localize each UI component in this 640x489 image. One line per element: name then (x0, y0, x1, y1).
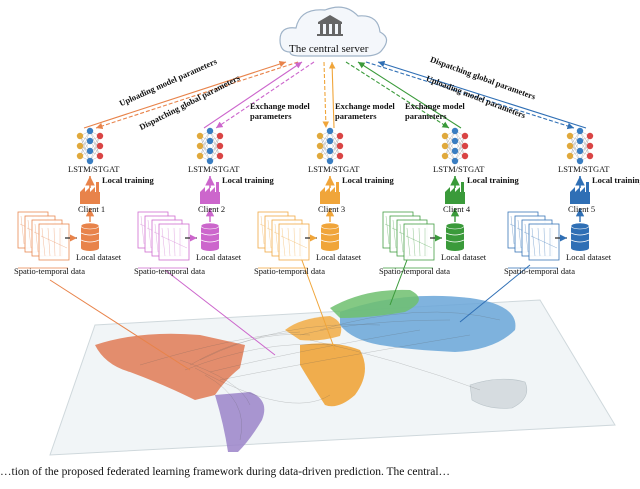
flight-routes (139, 311, 501, 441)
factory-icon (200, 182, 220, 204)
client-1-name: Client 1 (78, 204, 106, 214)
upload-arrow-client-5 (377, 60, 587, 129)
local-training-label-client-3: Local training (342, 175, 394, 185)
spatio-temporal-frames (257, 211, 310, 261)
model-label-client-3: LSTM/STGAT (308, 164, 360, 174)
upload-arrow-client-3 (328, 61, 336, 129)
neural-network-icon (76, 127, 104, 165)
clients-layer (17, 127, 594, 269)
neural-network-icon (441, 127, 469, 165)
server-label: The central server (289, 43, 369, 55)
figure-caption: …tion of the proposed federated learning… (0, 466, 451, 478)
local-dataset-label-client-3: Local dataset (316, 252, 362, 262)
north-america-region (95, 333, 245, 400)
client-2-map-link (164, 269, 276, 356)
africa-region (300, 343, 365, 407)
local-training-label-client-1: Local training (102, 175, 154, 185)
client-map-links (49, 251, 531, 371)
upload-arrow-client-4 (357, 61, 462, 129)
client-2-name: Client 2 (198, 204, 226, 214)
spatio-temporal-frames (17, 211, 70, 261)
model-label-client-1: LSTM/STGAT (68, 164, 120, 174)
local-dataset-label-client-5: Local dataset (566, 252, 612, 262)
neural-network-icon (196, 127, 224, 165)
asia-green-region (330, 289, 419, 318)
client-5-name: Client 5 (568, 204, 596, 214)
database-icon (445, 222, 465, 251)
client-4-name: Client 4 (443, 204, 471, 214)
spatio-temporal-frames (382, 211, 435, 261)
parameter-arrows (83, 60, 587, 130)
factory-icon (320, 182, 340, 204)
upload-arrow-client-2 (203, 61, 303, 129)
dispatch-arrow-client-2 (215, 61, 315, 129)
central-server-cloud (279, 6, 388, 57)
model-label-client-2: LSTM/STGAT (188, 164, 240, 174)
spatio-temporal-label-client-2: Spatio-temporal data (134, 266, 206, 276)
south-america-region (215, 392, 265, 452)
upload-arrow-client-1 (83, 60, 287, 129)
dispatch-arrow-client-1 (95, 61, 299, 130)
dispatch-arrow-client-3 (322, 61, 330, 129)
database-icon (80, 222, 100, 251)
spatio-temporal-label-client-3: Spatio-temporal data (254, 266, 326, 276)
local-training-label-client-2: Local training (222, 175, 274, 185)
client-1-map-link (49, 279, 191, 371)
spatio-temporal-label-client-1: Spatio-temporal data (14, 266, 86, 276)
local-dataset-label-client-1: Local dataset (76, 252, 122, 262)
spatio-temporal-label-client-4: Spatio-temporal data (379, 266, 451, 276)
local-training-label-client-5: Local training (592, 175, 640, 185)
exchange-label-1-line1: Exchange model (250, 101, 310, 111)
client-2-group (137, 127, 224, 269)
spatio-temporal-label-client-5: Spatio-temporal data (504, 266, 576, 276)
spatio-temporal-frames (137, 211, 190, 261)
dispatch-arrow-client-5 (365, 61, 575, 130)
factory-icon (445, 182, 465, 204)
client-3-map-link (299, 254, 336, 351)
local-dataset-label-client-4: Local dataset (441, 252, 487, 262)
client-4-map-link (389, 251, 411, 306)
client-1-group (17, 127, 104, 269)
local-dataset-label-client-2: Local dataset (196, 252, 242, 262)
exchange-label-3-line2: parameters (405, 111, 447, 121)
model-label-client-5: LSTM/STGAT (558, 164, 610, 174)
client-4-group (382, 127, 469, 269)
australia-region (469, 378, 528, 409)
local-training-label-client-4: Local training (467, 175, 519, 185)
dispatch-arrow-client-4 (345, 61, 450, 129)
exchange-label-2-line2: parameters (335, 111, 377, 121)
exchange-label-2-line1: Exchange model (335, 101, 395, 111)
spatio-temporal-frames (507, 211, 560, 261)
factory-icon (570, 182, 590, 204)
database-icon (200, 222, 220, 251)
neural-network-icon (316, 127, 344, 165)
factory-icon (80, 182, 100, 204)
europe-region (285, 316, 342, 341)
client-3-group (257, 127, 344, 269)
client-5-map-link (459, 264, 531, 323)
database-icon (570, 222, 590, 251)
exchange-label-3-line1: Exchange model (405, 101, 465, 111)
government-building-icon (317, 15, 343, 36)
exchange-label-1-line2: parameters (250, 111, 292, 121)
neural-network-icon (566, 127, 594, 165)
model-label-client-4: LSTM/STGAT (433, 164, 485, 174)
database-icon (320, 222, 340, 251)
client-5-group (507, 127, 594, 269)
world-map (49, 289, 616, 456)
client-3-name: Client 3 (318, 204, 346, 214)
